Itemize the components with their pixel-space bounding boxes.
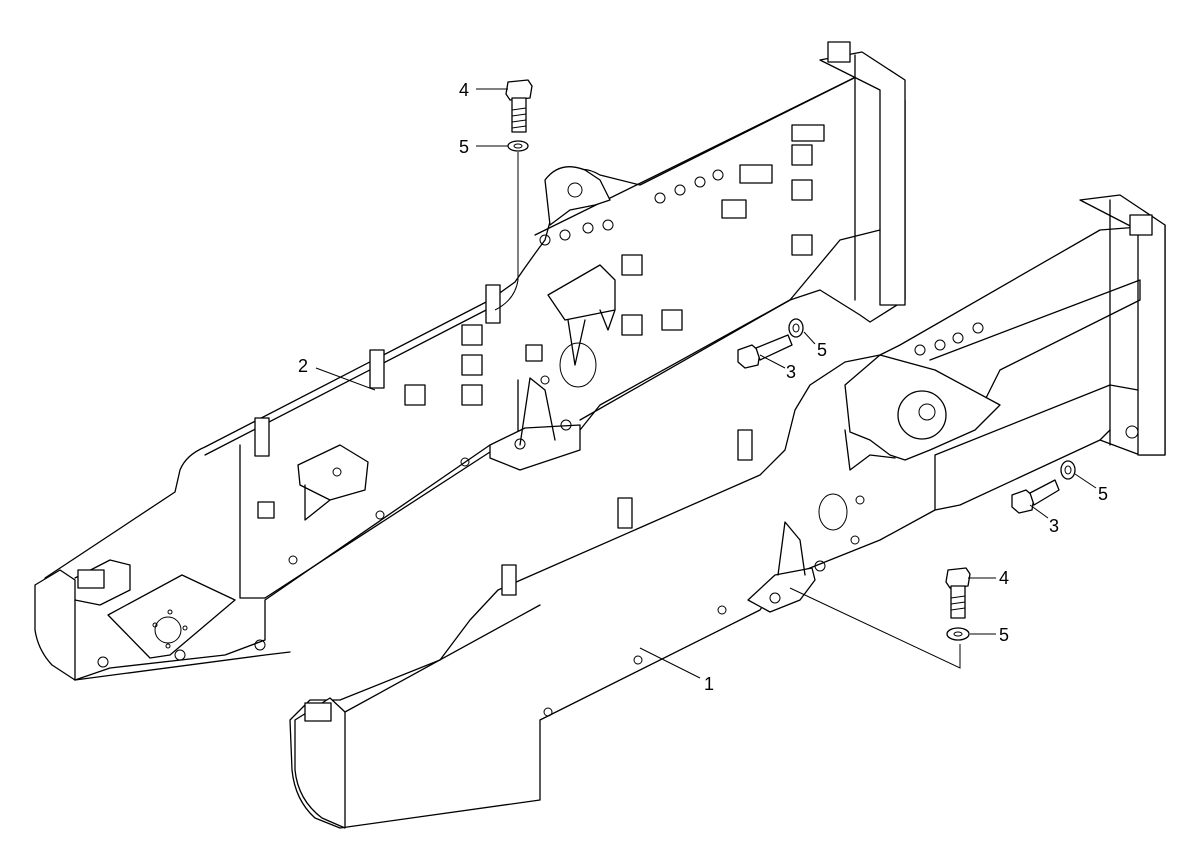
washer-lower [946, 627, 970, 641]
washer-mid [788, 318, 804, 338]
centerline-top [494, 152, 519, 311]
washer-mid-hole [792, 323, 800, 333]
frame-rail-right [289, 194, 1166, 829]
washer-top-hole [513, 143, 523, 149]
washer-right-hole [1064, 465, 1072, 475]
callout-4-top: 4 [459, 80, 469, 100]
frame-rail-left [34, 41, 906, 681]
bolt-top [505, 79, 533, 133]
bolt-lower [945, 567, 971, 619]
callout-5-lower: 5 [999, 625, 1009, 645]
callout-5-top: 5 [459, 137, 469, 157]
leader-3-mid [759, 354, 786, 369]
callout-5-mid: 5 [817, 340, 827, 360]
callout-2: 2 [298, 356, 308, 376]
washer-right [1060, 460, 1076, 480]
callout-4-lower: 4 [999, 568, 1009, 588]
washer-lower-hole [953, 631, 963, 637]
bolt-right [1011, 479, 1060, 514]
washer-top [507, 140, 529, 152]
callout-3-right: 3 [1049, 516, 1059, 536]
leader-2 [315, 367, 376, 391]
leader-5-mid [803, 331, 816, 345]
callout-3-mid: 3 [786, 362, 796, 382]
callout-1: 1 [704, 674, 714, 694]
leader-5-right [1074, 473, 1097, 489]
bolt-mid [737, 334, 793, 369]
callout-5-right: 5 [1098, 484, 1108, 504]
centerline-lower [789, 587, 961, 669]
leader-3-right [1029, 504, 1049, 519]
leader-1 [639, 647, 701, 679]
